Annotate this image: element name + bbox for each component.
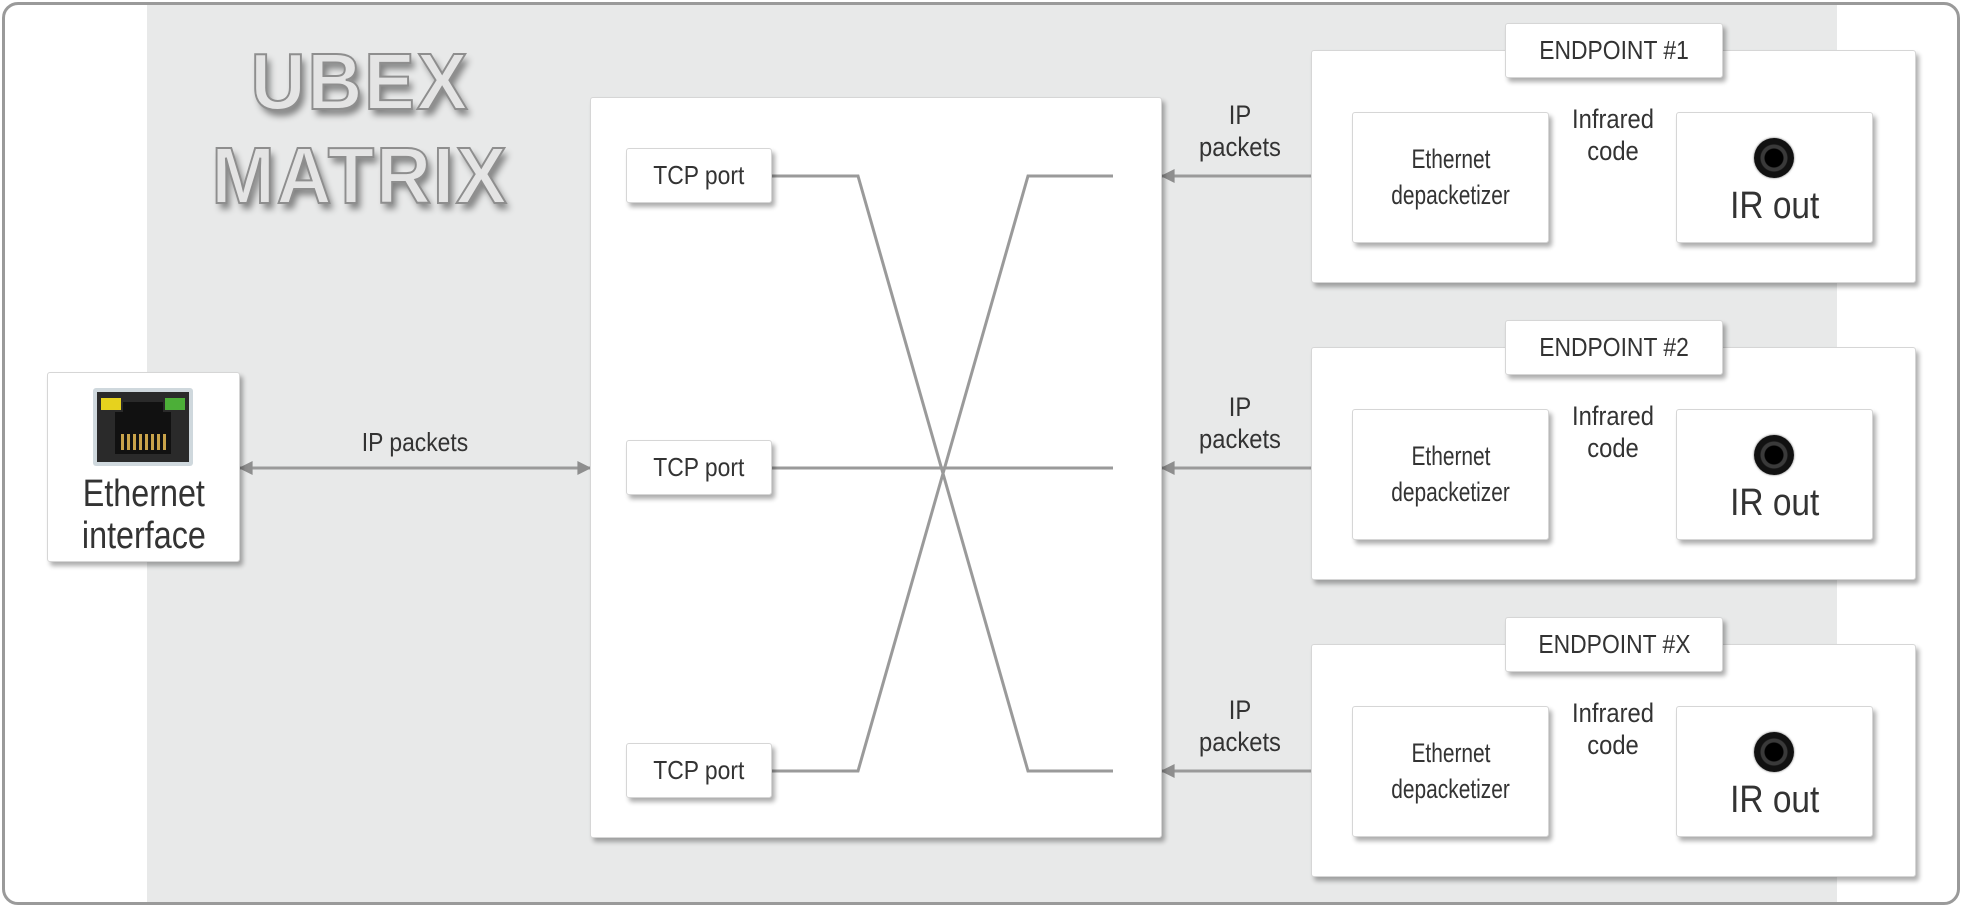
ir-out-2: IR out [1676,409,1873,540]
rj45-port-icon [93,388,193,466]
ethernet-label-line1: Ethernet [82,473,205,515]
ubex-matrix-logo: UBEX MATRIX [211,36,509,221]
status-led-yellow [101,398,121,410]
tcp-port-3: TCP port [626,743,772,798]
ip-packets-label: IP packets [361,427,469,457]
ir-jack-icon [1754,138,1794,178]
ir-out-1: IR out [1676,112,1873,243]
tcp-port-1: TCP port [626,148,772,203]
tcp-port-2: TCP port [626,440,772,495]
ethernet-interface-box: Ethernet interface [47,372,240,562]
ir-jack-icon [1754,732,1794,772]
ethernet-label-line2: interface [81,515,206,557]
endpoint-2-title: ENDPOINT #2 [1505,320,1723,375]
endpoint-x-title: ENDPOINT #X [1505,617,1723,672]
endpoint-1-title: ENDPOINT #1 [1505,23,1723,78]
route-port3-to-endpoint1 [772,174,1113,773]
ir-out-x: IR out [1676,706,1873,837]
status-led-green [165,398,185,410]
ir-jack-icon [1754,435,1794,475]
